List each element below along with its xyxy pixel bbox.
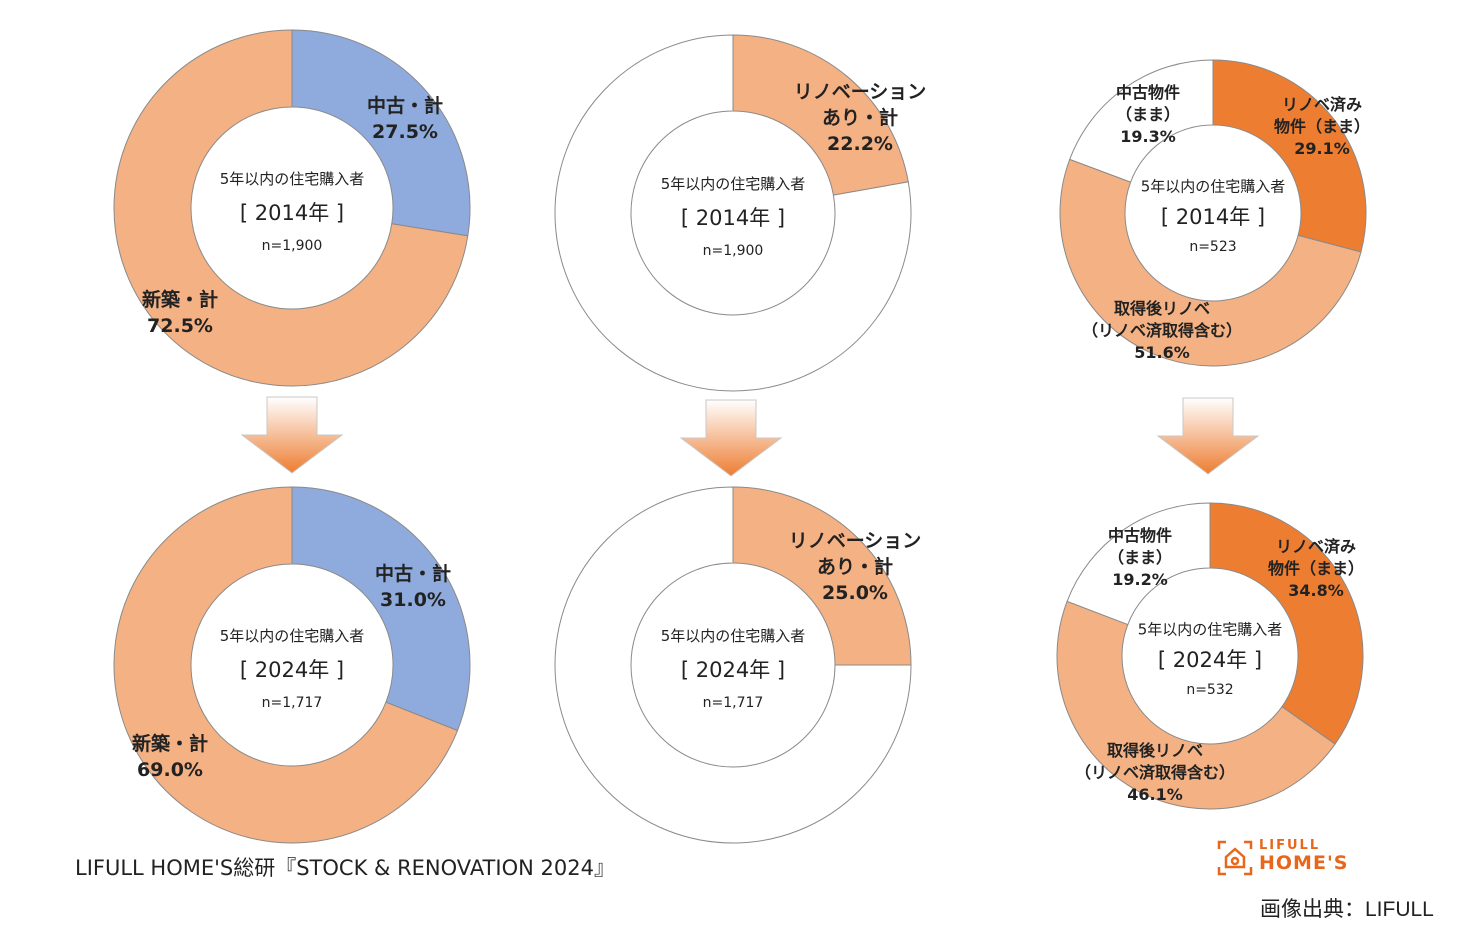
donut-slice: [1059, 158, 1362, 367]
donut-slice: [1066, 502, 1211, 626]
down-arrow-icon: [1156, 397, 1260, 475]
donut-slice: [1212, 59, 1367, 253]
center-sample-size: n=1,717: [703, 695, 764, 711]
donut-slice: [113, 29, 469, 387]
donut-slice: [291, 486, 471, 732]
slice-percent-label: 19.2%: [1112, 570, 1168, 589]
donut-slice: [291, 29, 471, 237]
center-title: 5年以内の住宅購入者: [1138, 620, 1283, 638]
donut-slice: [113, 486, 459, 844]
slice-percent-label: 27.5%: [372, 121, 438, 143]
center-title: 5年以内の住宅購入者: [1141, 177, 1286, 195]
slice-percent-label: 31.0%: [380, 589, 446, 611]
slice-label: （まま）: [1108, 548, 1172, 567]
slice-label: 取得後リノベ: [1107, 741, 1203, 760]
logo-text-homes: HOME'S: [1259, 852, 1349, 874]
down-arrow-icon: [679, 399, 783, 477]
source-caption: LIFULL HOME'S総研『STOCK & RENOVATION 2024』: [75, 856, 615, 880]
slice-label: リノベ済み: [1282, 95, 1362, 114]
slice-percent-label: 46.1%: [1127, 785, 1183, 804]
slice-label: （リノベ済取得含む）: [1075, 763, 1235, 782]
center-sample-size: n=1,900: [703, 243, 764, 259]
slice-label: あり・計: [822, 106, 898, 129]
lifull-homes-logo: LIFULL HOME'S: [1217, 838, 1357, 878]
slice-label: 新築・計: [142, 288, 218, 311]
center-sample-size: n=523: [1189, 239, 1236, 255]
slice-label: リノベーション: [794, 81, 927, 103]
center-year: [ 2014年 ]: [240, 201, 344, 225]
slice-percent-label: 34.8%: [1288, 581, 1344, 600]
down-arrow-icon: [240, 396, 344, 474]
slice-label: 新築・計: [132, 732, 208, 755]
donut-slice: [1209, 502, 1364, 745]
center-year: [ 2014年 ]: [1161, 205, 1265, 229]
donut-slice: [1069, 59, 1214, 183]
donut-slice: [1056, 600, 1336, 810]
slice-percent-label: 72.5%: [147, 315, 213, 337]
center-title: 5年以内の住宅購入者: [220, 627, 365, 645]
center-title: 5年以内の住宅購入者: [220, 170, 365, 188]
slice-percent-label: 69.0%: [137, 759, 203, 781]
slice-label: （リノベ済取得含む）: [1082, 321, 1242, 340]
slice-percent-label: 22.2%: [827, 133, 893, 155]
slice-label: あり・計: [817, 555, 893, 578]
center-year: [ 2024年 ]: [681, 658, 785, 682]
center-title: 5年以内の住宅購入者: [661, 175, 806, 193]
center-year: [ 2024年 ]: [1158, 648, 1262, 672]
image-credit: 画像出典：LIFULL: [1260, 898, 1434, 921]
slice-percent-label: 51.6%: [1134, 343, 1190, 362]
center-year: [ 2024年 ]: [240, 658, 344, 682]
house-icon: [1217, 840, 1253, 876]
slice-label: 物件（まま）: [1274, 117, 1370, 136]
donut-slice: [732, 34, 909, 196]
slice-label: 中古・計: [375, 562, 451, 585]
logo-text-lifull: LIFULL: [1259, 838, 1321, 853]
slice-label: リノベーション: [789, 530, 922, 552]
slice-percent-label: 29.1%: [1294, 139, 1350, 158]
center-sample-size: n=532: [1186, 682, 1233, 698]
center-sample-size: n=1,717: [262, 695, 323, 711]
slice-label: 中古物件: [1116, 83, 1180, 102]
slice-label: 中古・計: [367, 94, 443, 117]
slice-percent-label: 19.3%: [1120, 127, 1176, 146]
slice-label: 取得後リノベ: [1114, 299, 1210, 318]
donut-slice: [554, 486, 912, 844]
center-year: [ 2014年 ]: [681, 206, 785, 230]
donut-slice: [732, 486, 912, 666]
center-sample-size: n=1,900: [262, 238, 323, 254]
center-title: 5年以内の住宅購入者: [661, 627, 806, 645]
slice-percent-label: 25.0%: [822, 582, 888, 604]
slice-label: リノベ済み: [1276, 537, 1356, 556]
slice-label: 物件（まま）: [1268, 559, 1364, 578]
slice-label: 中古物件: [1108, 526, 1172, 545]
donut-slice: [554, 34, 912, 392]
slice-label: （まま）: [1116, 105, 1180, 124]
